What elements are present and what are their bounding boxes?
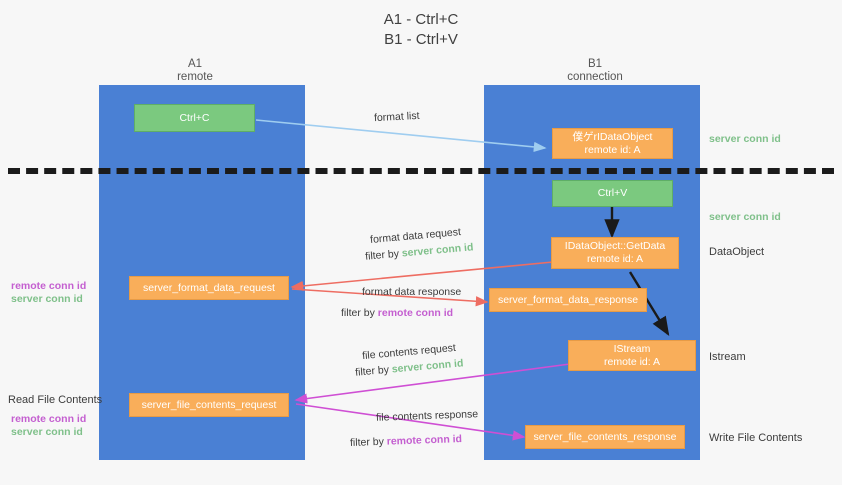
left-label-server-conn-id-1: server conn id <box>11 293 83 305</box>
title-line-1: A1 - Ctrl+C <box>383 11 459 28</box>
left-label-server-conn-id-2: server conn id <box>11 426 83 438</box>
box-istream[interactable]: IStream remote id: A <box>568 340 696 371</box>
box-ctrl-c-label: Ctrl+C <box>179 111 210 124</box>
lane-a1-sub: remote <box>177 71 213 83</box>
box-server-file-contents-response[interactable]: server_file_contents_response <box>525 425 685 449</box>
filter-prefix: filter by <box>341 307 378 319</box>
filter-prefix: filter by <box>349 435 387 449</box>
right-label-write-file-contents: Write File Contents <box>709 432 803 444</box>
arrow-getdata-to-istream <box>628 271 670 337</box>
left-label-remote-conn-id-2: remote conn id <box>11 413 87 425</box>
arrow-format-data-request <box>290 261 554 292</box>
right-label-istream: Istream <box>709 351 746 363</box>
lane-a1-name: A1 <box>187 58 203 70</box>
arrow-format-data-response <box>291 288 489 307</box>
box-server-file-contents-response-label: server_file_contents_response <box>533 430 677 443</box>
phase-divider <box>8 168 834 174</box>
box-ctrl-c[interactable]: Ctrl+C <box>134 104 255 132</box>
right-label-server-conn-id-1: server conn id <box>709 133 781 145</box>
box-ctrl-v[interactable]: Ctrl+V <box>552 180 673 207</box>
box-getdata[interactable]: IDataObject::GetData remote id: A <box>551 237 679 269</box>
right-label-dataobject: DataObject <box>709 246 765 258</box>
box-server-file-contents-request-label: server_file_contents_request <box>141 398 277 411</box>
filter-prefix: filter by <box>364 247 403 263</box>
box-getdata-line1: IDataObject::GetData <box>564 240 666 252</box>
box-server-format-data-response-label: server_format_data_response <box>497 293 639 306</box>
box-istream-line1: IStream <box>613 342 651 355</box>
box-idataobject-line1: 僕ゲrIDataObject <box>572 130 653 143</box>
box-ctrl-v-label: Ctrl+V <box>597 187 628 199</box>
lane-b1-sub: connection <box>567 71 623 83</box>
right-label-server-conn-id-2: server conn id <box>709 211 781 223</box>
box-istream-line2: remote id: A <box>603 355 661 368</box>
box-server-format-data-request-label: server_format_data_request <box>143 281 275 294</box>
arrow-file-contents-response <box>295 403 526 441</box>
arrow-format-list <box>255 119 547 153</box>
arrow-file-contents-request <box>294 363 571 404</box>
box-idataobject-line2: remote id: A <box>584 143 641 156</box>
box-idataobject[interactable]: 僕ゲrIDataObject remote id: A <box>552 128 673 159</box>
box-server-file-contents-request[interactable]: server_file_contents_request <box>129 393 289 417</box>
lane-header-b1: B1 connection <box>520 58 670 84</box>
filter-prefix: filter by <box>354 363 393 379</box>
label-format-data-response-filter: filter by remote conn id <box>341 306 453 320</box>
label-format-list: format list <box>373 109 420 125</box>
title-line-2: B1 - Ctrl+V <box>384 31 458 48</box>
box-server-format-data-request[interactable]: server_format_data_request <box>129 276 289 300</box>
box-getdata-line2: remote id: A <box>586 253 644 265</box>
lane-b1-name: B1 <box>587 58 603 70</box>
page-title: A1 - Ctrl+C B1 - Ctrl+V <box>0 10 842 50</box>
left-label-remote-conn-id-1: remote conn id <box>11 280 87 292</box>
label-format-data-response: format data response <box>362 286 462 298</box>
filter-value-remote-conn-id: remote conn id <box>386 433 463 448</box>
box-server-format-data-response[interactable]: server_format_data_response <box>489 288 647 312</box>
filter-value-remote-conn-id: remote conn id <box>377 307 454 319</box>
left-label-read-file-contents: Read File Contents <box>8 394 103 406</box>
lane-header-a1: A1 remote <box>120 58 270 84</box>
